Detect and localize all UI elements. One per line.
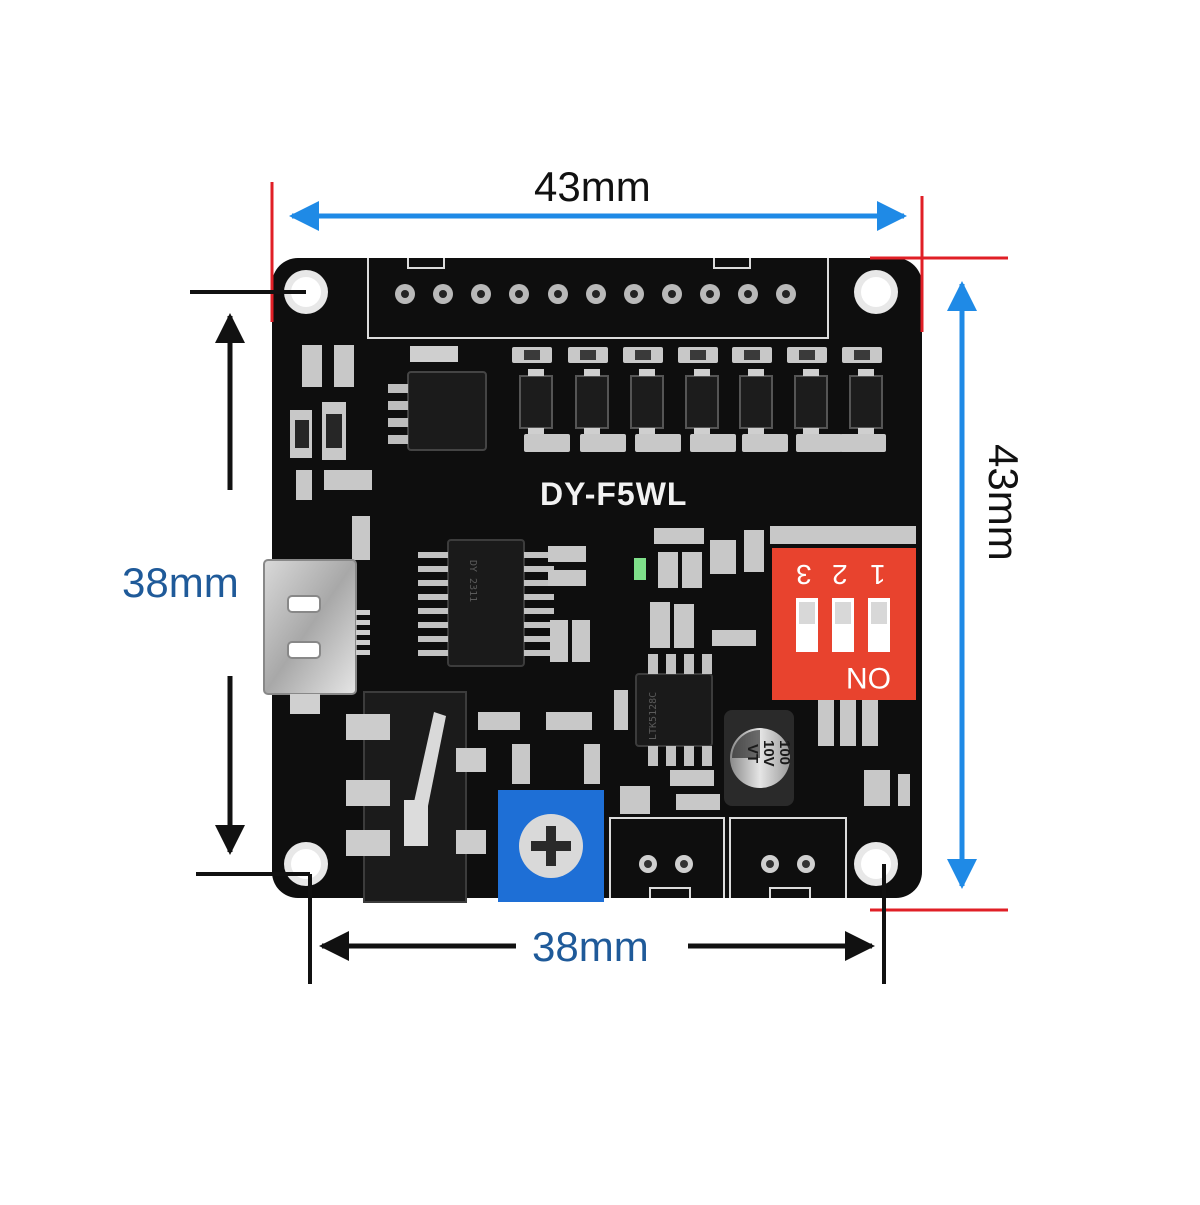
smd-diodes — [519, 375, 883, 429]
dip-number-1: 1 — [870, 559, 886, 590]
potentiometer — [498, 790, 604, 902]
top-width-label: 43mm — [534, 163, 651, 210]
dip-number-2: 2 — [832, 559, 848, 590]
usb-port — [263, 559, 370, 714]
capacitor — [724, 710, 794, 806]
left-dimension-lines — [190, 290, 310, 876]
capacitor-voltage: 10V — [760, 740, 777, 767]
dip-number-3: 3 — [796, 559, 812, 590]
dip-switch — [772, 548, 916, 700]
pin-header — [367, 258, 829, 339]
amp-chip — [635, 654, 713, 766]
flash-chip — [388, 346, 487, 451]
right-height-label: 43mm — [980, 444, 1027, 561]
capacitor-code: VT — [744, 744, 761, 764]
dip-on-label: ON — [846, 661, 891, 694]
audio-jack — [346, 691, 486, 903]
main-chip-text: DY 2311 — [467, 560, 478, 603]
bottom-spacing-label: 38mm — [532, 923, 649, 970]
bottom-dimension-lines — [308, 864, 886, 984]
edge-markers — [270, 182, 1008, 912]
main-chip — [418, 539, 554, 667]
speaker-connectors — [609, 817, 847, 898]
mounting-holes — [284, 270, 898, 886]
left-spacing-label: 38mm — [122, 559, 239, 606]
board-label: DY-F5WL — [540, 476, 688, 512]
amp-chip-text: LTK5128C — [648, 691, 659, 740]
capacitor-value: 100 — [776, 740, 793, 766]
